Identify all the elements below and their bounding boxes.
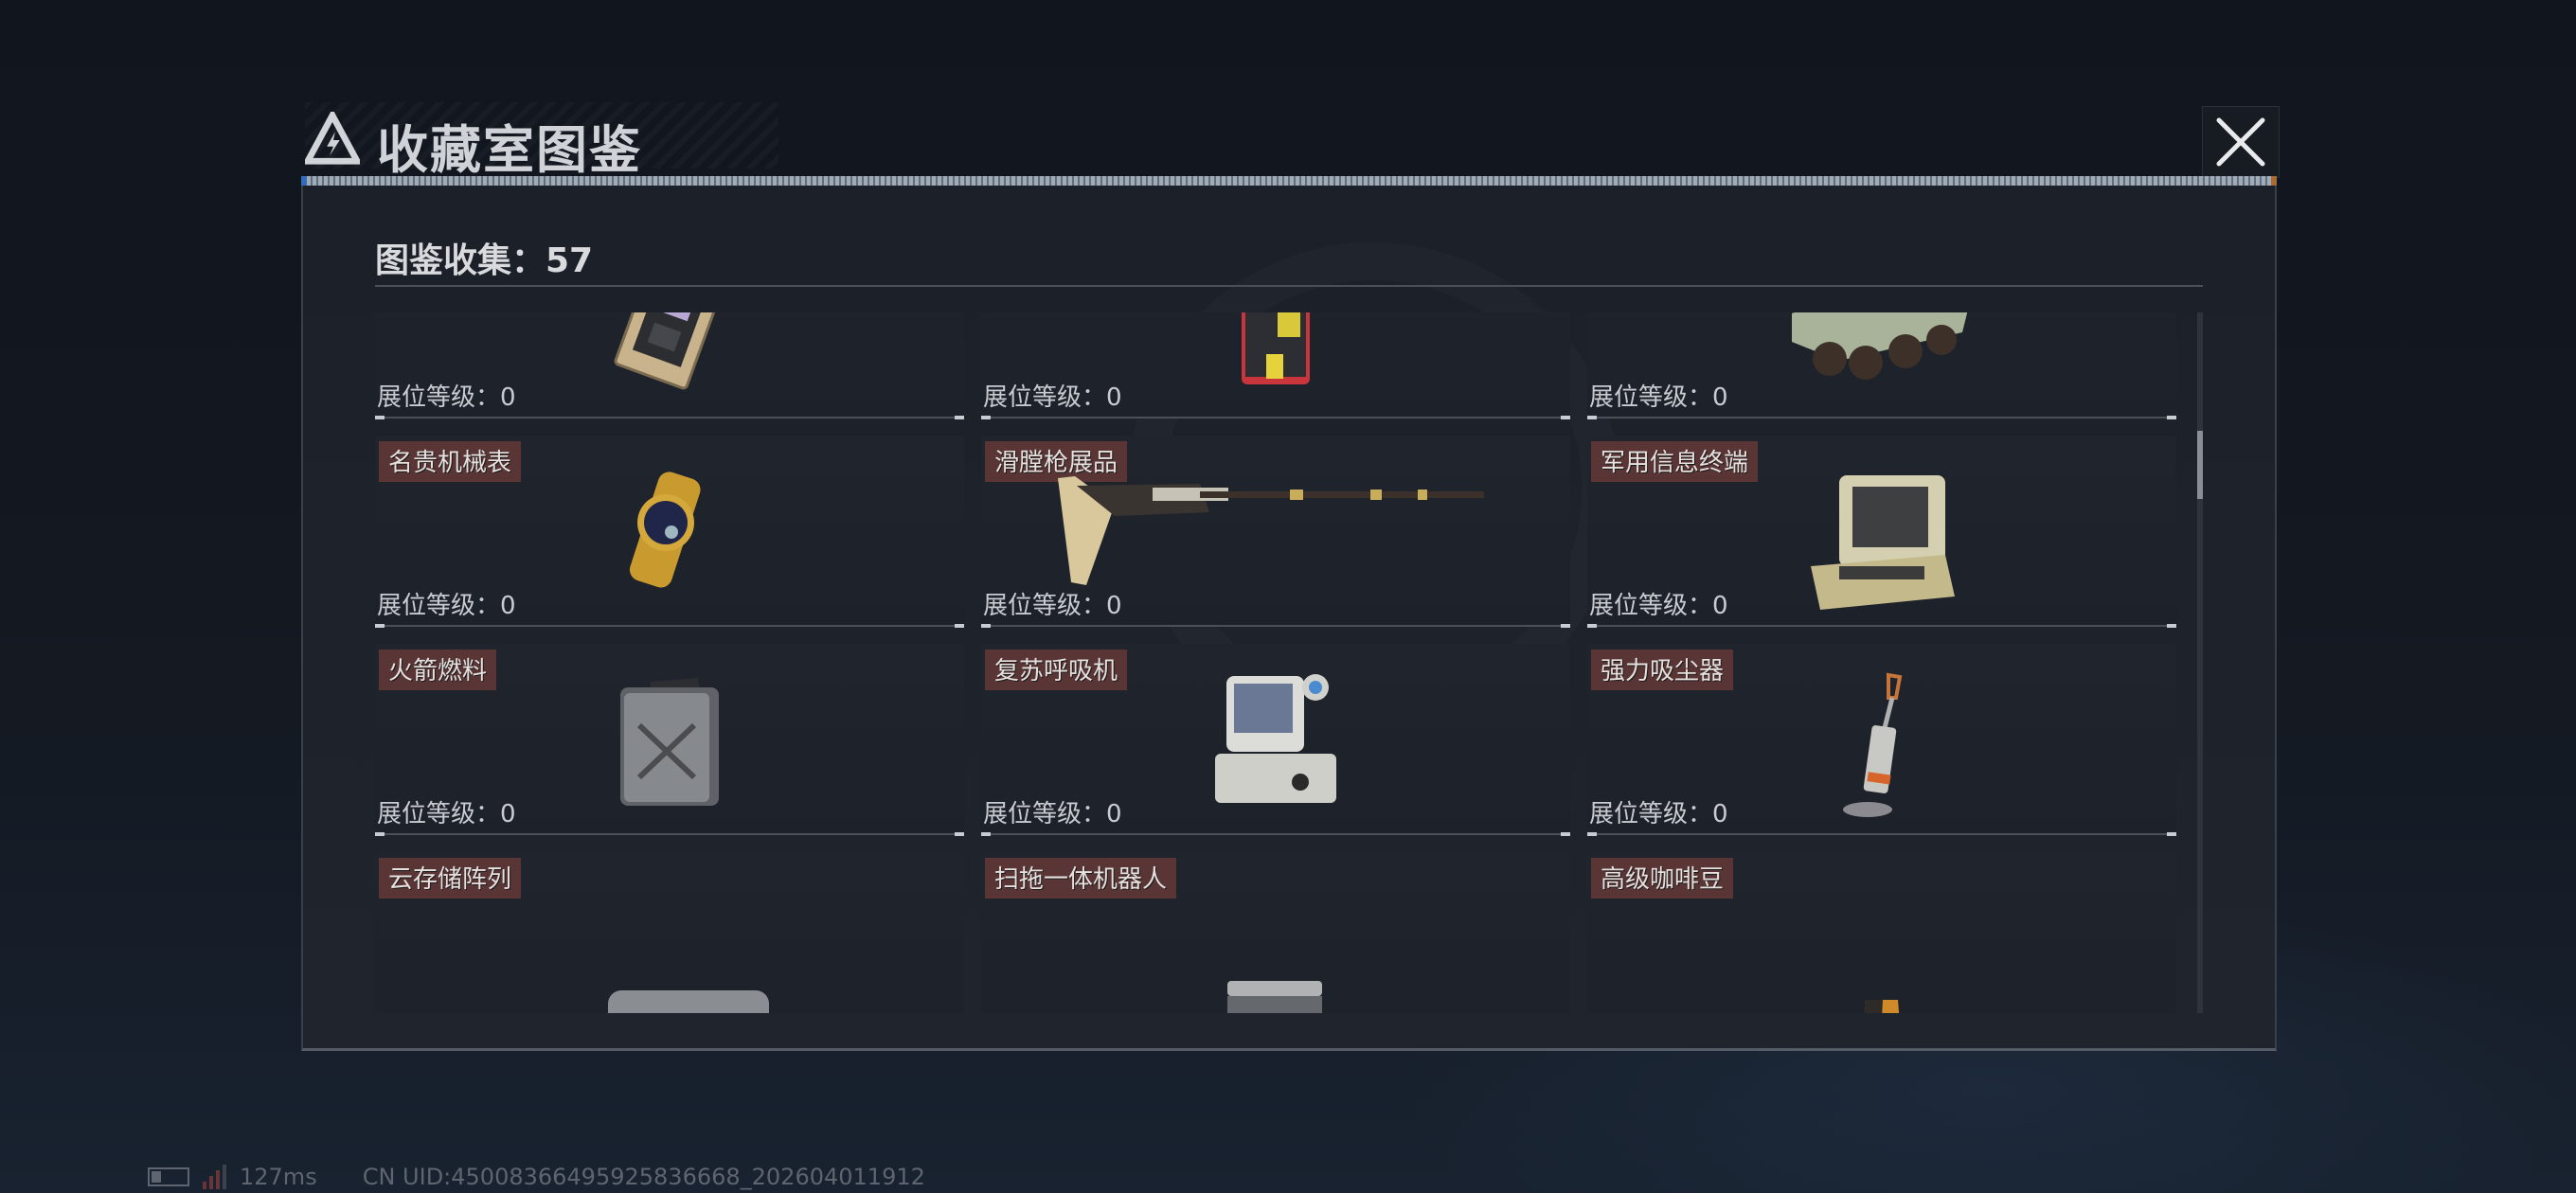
status-bar: 127ms CN UID:45008366495925836668_202604… <box>148 1164 925 1190</box>
item-card[interactable]: 强力吸尘器 展位等级：0 <box>1587 644 2176 836</box>
mop-robot-icon <box>1227 981 1322 1013</box>
item-card[interactable]: 展位等级：0 <box>375 312 964 419</box>
item-card[interactable]: 云存储阵列 <box>375 852 964 1013</box>
card-underline <box>1587 832 2176 836</box>
item-grid: 展位等级：0 展位等级：0 <box>375 312 2176 1013</box>
vacuum-cleaner-icon <box>1843 672 1903 818</box>
card-underline <box>1587 416 2176 419</box>
window-title: 收藏室图鉴 <box>377 120 642 180</box>
card-underline <box>981 832 1570 836</box>
collection-panel: 图鉴收集：57 展位等级：0 <box>301 186 2277 1051</box>
coffee-bag-icon <box>1864 1000 1900 1013</box>
item-name-tag: 扫拖一体机器人 <box>985 858 1177 899</box>
item-card[interactable]: 扫拖一体机器人 <box>981 852 1570 1013</box>
item-card[interactable]: 高级咖啡豆 <box>1587 852 2176 1013</box>
exhibit-level: 展位等级：0 <box>983 800 1122 828</box>
card-underline <box>981 624 1570 628</box>
exhibit-level: 展位等级：0 <box>377 592 516 620</box>
item-card[interactable]: 滑膛枪展品 展位等级：0 <box>981 436 1570 628</box>
exhibit-level: 展位等级：0 <box>1589 592 1728 620</box>
vertical-scrollbar[interactable] <box>2197 312 2203 1013</box>
signal-strength-icon <box>203 1165 226 1189</box>
exhibit-level: 展位等级：0 <box>983 383 1122 412</box>
item-name-tag: 名贵机械表 <box>379 441 522 482</box>
collection-count: 图鉴收集：57 <box>375 241 594 280</box>
item-card[interactable]: 展位等级：0 <box>981 312 1570 419</box>
item-name-tag: 高级咖啡豆 <box>1591 858 1734 899</box>
item-card[interactable]: 名贵机械表 展位等级：0 <box>375 436 964 628</box>
close-icon <box>2216 117 2265 167</box>
exhibit-level: 展位等级：0 <box>983 592 1122 620</box>
item-grid-scroll-area[interactable]: 展位等级：0 展位等级：0 <box>375 312 2222 1013</box>
item-name-tag: 军用信息终端 <box>1591 441 1759 482</box>
window-title-bar: 收藏室图鉴 <box>301 102 2281 180</box>
gold-watch-icon <box>629 472 701 588</box>
item-card[interactable]: 展位等级：0 <box>1587 312 2176 419</box>
header-decorative-strip <box>301 176 2277 186</box>
item-name-tag: 强力吸尘器 <box>1591 650 1734 690</box>
item-name-tag: 复苏呼吸机 <box>985 650 1128 690</box>
exhibit-level: 展位等级：0 <box>377 800 516 828</box>
item-card[interactable]: 火箭燃料 展位等级：0 <box>375 644 964 836</box>
card-underline <box>1587 624 2176 628</box>
card-underline <box>375 832 964 836</box>
exhibit-level: 展位等级：0 <box>377 383 516 412</box>
title-decoration <box>305 102 778 169</box>
user-uid: CN UID:45008366495925836668_202604011912 <box>362 1164 925 1190</box>
exhibit-level: 展位等级：0 <box>1589 383 1728 412</box>
item-name-tag: 滑膛枪展品 <box>985 441 1128 482</box>
card-underline <box>981 416 1570 419</box>
military-terminal-icon <box>1811 475 1955 611</box>
battery-icon <box>148 1167 189 1186</box>
item-name-tag: 云存储阵列 <box>379 858 522 899</box>
item-card[interactable]: 军用信息终端 展位等级：0 <box>1587 436 2176 628</box>
card-underline <box>375 416 964 419</box>
fuel-canister-icon <box>620 678 719 806</box>
circuit-board-icon <box>614 312 727 390</box>
delta-logo-icon <box>305 112 360 165</box>
exhibit-level: 展位等级：0 <box>1589 800 1728 828</box>
ventilator-icon <box>1215 674 1336 803</box>
divider <box>375 285 2203 287</box>
card-underline <box>375 624 964 628</box>
storage-array-icon <box>608 990 769 1013</box>
scrollbar-thumb[interactable] <box>2197 431 2203 499</box>
armored-vehicle-icon <box>1792 312 1968 380</box>
item-name-tag: 火箭燃料 <box>379 650 497 690</box>
item-card[interactable]: 复苏呼吸机 展位等级：0 <box>981 644 1570 836</box>
close-button[interactable] <box>2202 106 2280 178</box>
aed-defibrillator-icon <box>1242 312 1310 384</box>
musket-icon <box>1058 475 1484 585</box>
ping-latency: 127ms <box>240 1164 317 1190</box>
